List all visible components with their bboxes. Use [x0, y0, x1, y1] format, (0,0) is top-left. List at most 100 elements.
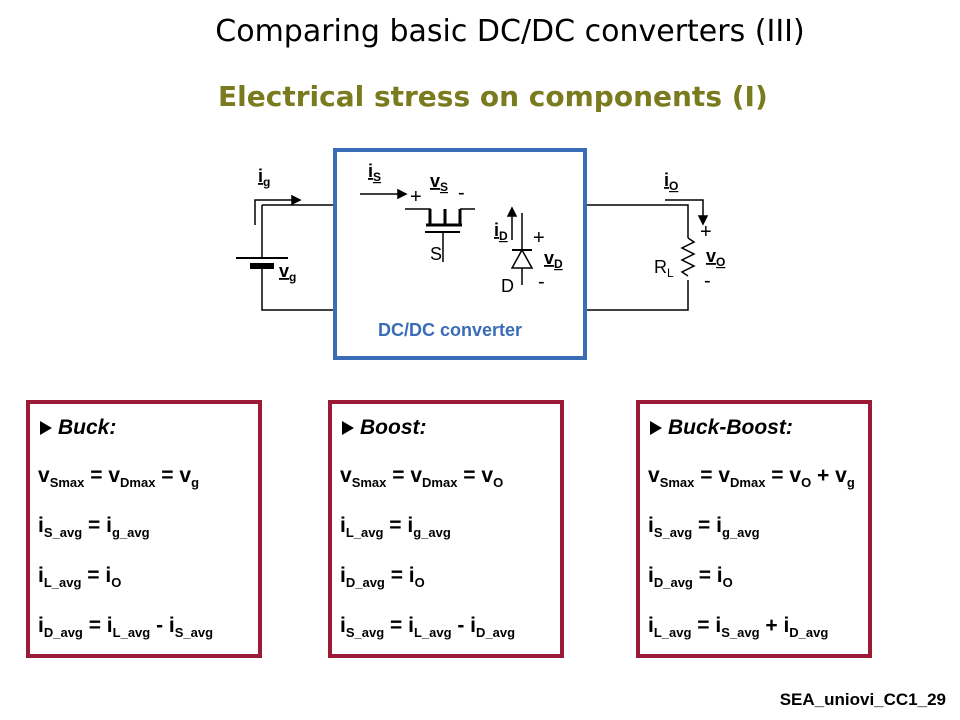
arrow-bullet-icon	[650, 421, 662, 436]
equation-subscript: L_avg	[345, 525, 384, 541]
diode-label: D	[501, 276, 514, 296]
vo-label: vO	[706, 246, 725, 269]
equation-line: vSmax = vDmax = vO + vg	[648, 464, 855, 490]
equation-subscript: S_avg	[653, 525, 693, 541]
equation-subscript: O	[414, 575, 425, 591]
equation-term: = i	[82, 614, 113, 637]
is-label: iS	[368, 161, 381, 184]
equation-term: = i	[692, 564, 723, 587]
equation-line: iS_avg = ig_avg	[648, 514, 760, 540]
slide-title: Comparing basic DC/DC converters (III)	[215, 14, 805, 49]
is-arrow-icon	[360, 188, 408, 200]
equation-subscript: L_avg	[413, 625, 452, 641]
equation-subscript: L_avg	[653, 625, 692, 641]
vd-minus: -	[538, 271, 545, 293]
equation-term: v	[340, 464, 352, 487]
vo-plus: +	[700, 221, 712, 243]
ig-label: ig	[258, 166, 270, 189]
converter-label: DC/DC converter	[378, 320, 522, 340]
converter-box	[333, 148, 587, 360]
equation-subscript: O	[801, 475, 812, 491]
equation-term: = v	[386, 464, 423, 487]
equation-term: = i	[691, 614, 722, 637]
equation-term: + i	[759, 614, 790, 637]
equation-term: - i	[451, 614, 477, 637]
id-arrow-icon	[506, 206, 518, 240]
equation-subscript: D_avg	[345, 575, 385, 591]
io-arrow-icon	[665, 199, 709, 226]
equation-term: i	[38, 514, 44, 537]
equation-term: = v	[84, 464, 121, 487]
equation-line: iS_avg = ig_avg	[38, 514, 150, 540]
circuit-diagram: ig vg iS vS + - S iD + vD - D iO + vO -	[236, 148, 725, 360]
equation-subscript: O	[493, 475, 504, 491]
id-label: iD	[494, 220, 508, 243]
boost-heading: Boost:	[342, 416, 427, 440]
equation-subscript: g	[191, 475, 200, 491]
buck-heading: Buck:	[40, 416, 116, 440]
equation-subscript: D_avg	[789, 625, 829, 641]
equation-term: = i	[692, 514, 722, 537]
battery-icon	[236, 257, 288, 269]
equation-subscript: L_avg	[43, 575, 82, 591]
equation-subscript: S_avg	[174, 625, 214, 641]
equation-term: i	[648, 614, 654, 637]
equation-term: i	[38, 564, 44, 587]
equation-subscript: S_avg	[43, 525, 83, 541]
equation-term: = i	[384, 564, 415, 587]
mosfet-switch-icon	[405, 208, 475, 262]
equation-term: i	[340, 564, 346, 587]
equation-term: = v	[155, 464, 192, 487]
equation-subscript: g_avg	[111, 525, 150, 541]
equation-term: = i	[384, 614, 414, 637]
equation-line: vSmax = vDmax = vO	[340, 464, 503, 490]
vd-plus: +	[533, 227, 545, 249]
equation-line: iD_avg = iO	[340, 564, 425, 590]
vg-label: vg	[279, 261, 296, 284]
equation-term: = v	[765, 464, 802, 487]
equation-subscript: Dmax	[120, 475, 156, 491]
vd-label: vD	[544, 248, 563, 271]
ig-arrow-icon	[254, 194, 302, 225]
arrow-bullet-icon	[40, 421, 52, 436]
equation-subscript: g_avg	[721, 525, 760, 541]
equation-line: iL_avg = ig_avg	[340, 514, 451, 540]
equation-term: i	[648, 564, 654, 587]
equation-subscript: O	[722, 575, 733, 591]
equation-term: v	[38, 464, 50, 487]
equation-subscript: Smax	[659, 475, 695, 491]
equation-term: i	[648, 514, 654, 537]
equation-term: v	[648, 464, 660, 487]
equation-line: vSmax = vDmax = vg	[38, 464, 199, 490]
equation-subscript: D_avg	[43, 625, 83, 641]
equation-subscript: Dmax	[422, 475, 458, 491]
equation-subscript: g	[846, 475, 855, 491]
equation-term: i	[340, 514, 346, 537]
equation-line: iL_avg = iS_avg + iD_avg	[648, 614, 828, 640]
equation-subscript: O	[111, 575, 122, 591]
equation-subscript: Smax	[49, 475, 85, 491]
equation-line: iD_avg = iL_avg - iS_avg	[38, 614, 213, 640]
equation-line: iS_avg = iL_avg - iD_avg	[340, 614, 515, 640]
equation-term: = i	[82, 514, 112, 537]
equation-term: i	[340, 614, 346, 637]
equation-term: = i	[383, 514, 414, 537]
equation-term: i	[38, 614, 44, 637]
equation-subscript: S_avg	[721, 625, 760, 641]
vs-label: vS	[430, 171, 448, 194]
equation-subscript: S_avg	[345, 625, 385, 641]
equation-subscript: Smax	[351, 475, 387, 491]
equation-line: iD_avg = iO	[648, 564, 733, 590]
slide-subtitle: Electrical stress on components (I)	[218, 80, 768, 113]
equation-subscript: g_avg	[413, 525, 451, 541]
equation-subscript: Dmax	[730, 475, 766, 491]
equation-term: - i	[150, 614, 175, 637]
arrow-bullet-icon	[342, 421, 354, 436]
vo-minus: -	[704, 270, 711, 292]
equation-subscript: D_avg	[476, 625, 516, 641]
vs-minus: -	[458, 182, 465, 204]
resistor-icon	[680, 237, 696, 277]
